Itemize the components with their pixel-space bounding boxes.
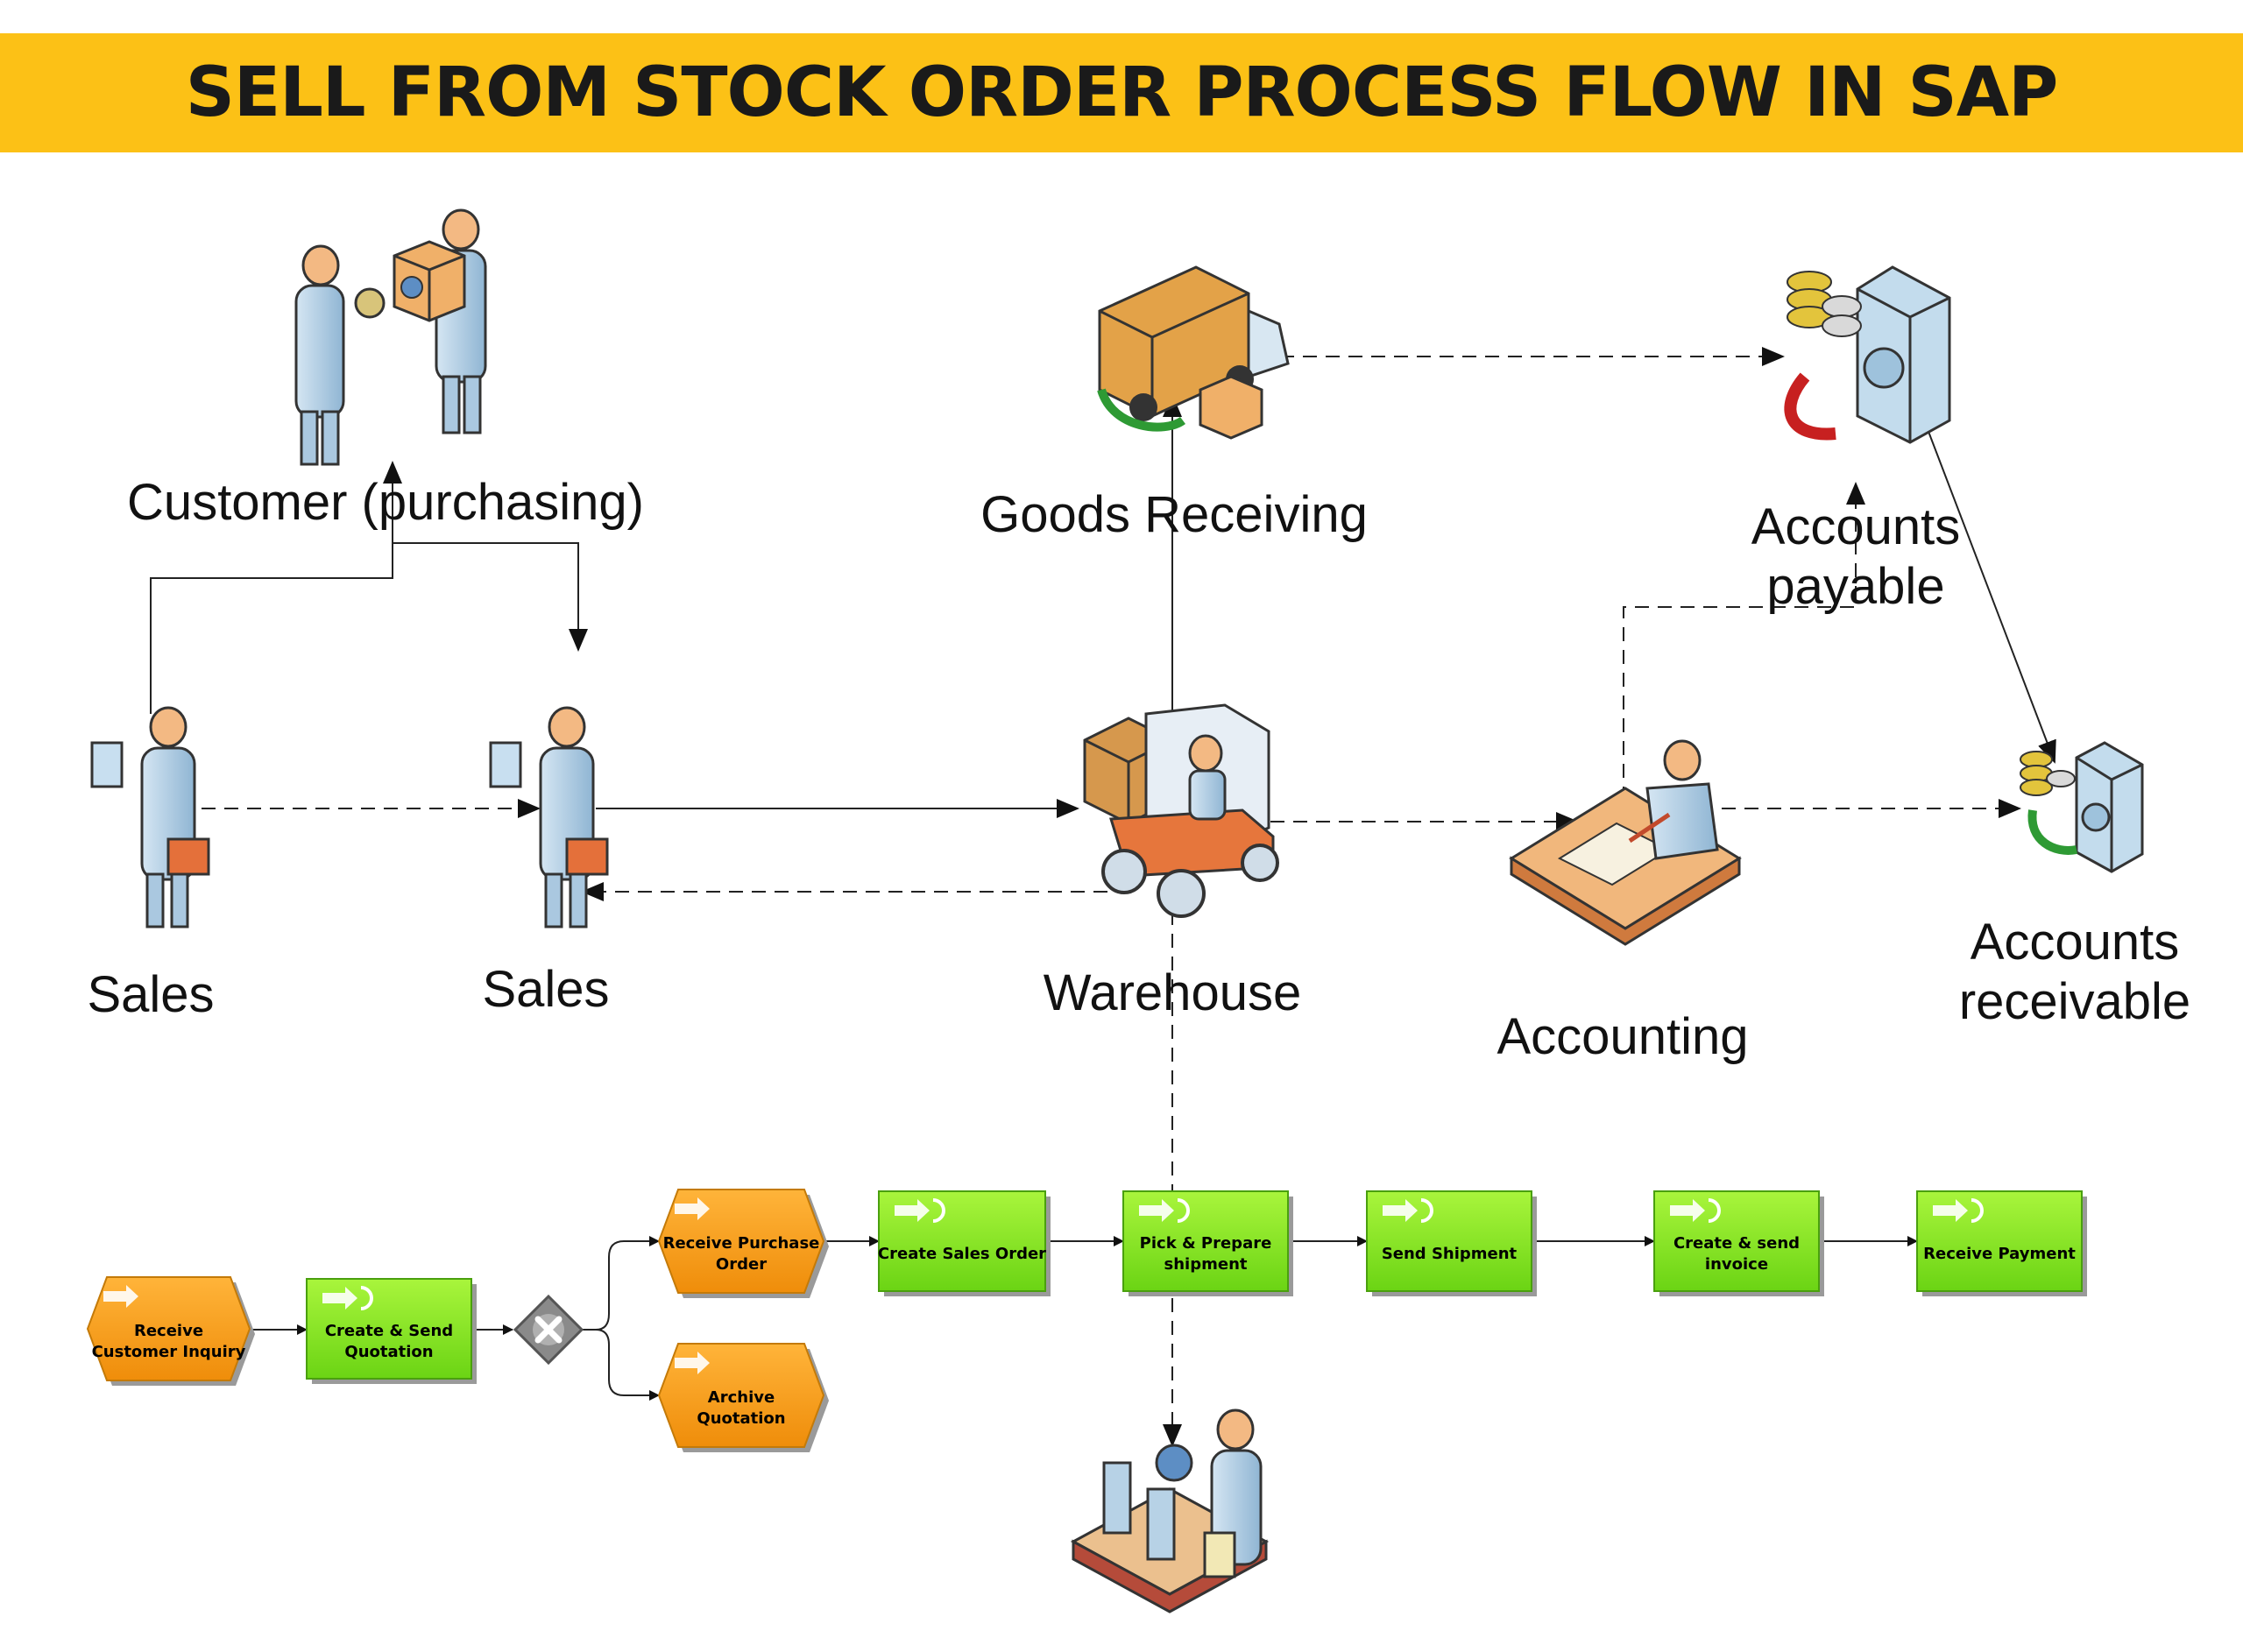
actor-connectors [150, 347, 2056, 1447]
process-node-label: Quotation [344, 1343, 433, 1361]
title-banner [0, 33, 2243, 152]
process-node-label: Receive Payment [1923, 1245, 2076, 1263]
process-node-receive-payment: Receive Payment [1916, 1190, 2087, 1296]
process-node-label: Receive [134, 1322, 203, 1340]
process-node-send-shipment: Send Shipment [1366, 1190, 1537, 1296]
flow-gateway-to-po [578, 1236, 660, 1331]
actor-label-goods-receiving: Goods Receiving [980, 486, 1368, 543]
truck-icon [1097, 265, 1290, 440]
actor-label-accounts-payable-line1: Accounts [1751, 498, 1961, 555]
actor-label-sales-1: Sales [87, 966, 215, 1023]
safe-icon [1784, 265, 1951, 444]
flow-gateway-to-archive [595, 1329, 660, 1401]
process-node-label: Customer Inquiry [92, 1343, 246, 1361]
forklift-icon [1083, 703, 1279, 918]
process-node-label: Archive [708, 1388, 775, 1407]
process-node-label: Quotation [697, 1409, 785, 1428]
connector-payable-to-receivable [1927, 428, 2056, 764]
process-node-label: Send Shipment [1382, 1245, 1518, 1263]
actor-label-accounts-payable-line2: payable [1766, 558, 1945, 615]
process-arrow-icon [1933, 1198, 1984, 1223]
process-node-label: Order [716, 1255, 767, 1274]
connector-sales-to-customer [150, 461, 402, 714]
process-node-label: Create Sales Order [878, 1245, 1046, 1263]
process-node-label: Create & send [1673, 1234, 1800, 1253]
process-flow-connectors [250, 1236, 1918, 1401]
process-node-label: shipment [1164, 1255, 1248, 1274]
process-arrow-icon [675, 1352, 710, 1374]
process-node-create-sales-order: Create Sales Order [878, 1190, 1051, 1296]
salesperson-icon [90, 706, 210, 928]
actor-label-accounts-receivable-line2: receivable [1958, 973, 2191, 1030]
connector-accounting-to-payable [1623, 482, 1865, 823]
assembly-line-icon [1070, 1408, 1270, 1613]
accountant-icon [1509, 739, 1742, 946]
actor-label-warehouse: Warehouse [1043, 964, 1302, 1021]
salesperson-icon [489, 706, 609, 928]
process-node-label: Receive Purchase [663, 1234, 820, 1253]
actor-label-customer: Customer (purchasing) [127, 474, 644, 531]
actor-label-accounts-receivable-line1: Accounts [1970, 914, 2180, 971]
process-arrow-icon [1139, 1198, 1190, 1223]
process-arrow-icon [103, 1285, 138, 1308]
process-node-label: Pick & Prepare [1140, 1234, 1272, 1253]
process-arrow-icon [675, 1197, 710, 1220]
process-node-label: Create & Send [325, 1322, 453, 1340]
process-arrow-icon [895, 1198, 945, 1223]
actor-label-accounting: Accounting [1497, 1008, 1749, 1065]
page-title: SELL FROM STOCK ORDER PROCESS FLOW IN SA… [185, 53, 2059, 132]
actor-label-sales-2: Sales [482, 961, 610, 1018]
customer-icon [294, 208, 487, 466]
process-arrow-icon [1383, 1198, 1433, 1223]
connector-customer-to-sales [393, 542, 588, 652]
process-node-create-invoice: Create & send invoice [1653, 1190, 1824, 1296]
process-node-label: invoice [1705, 1255, 1768, 1274]
safe-icon [2020, 741, 2144, 873]
process-arrow-icon [1670, 1198, 1721, 1223]
process-node-pick-prepare: Pick & Prepare shipment [1122, 1190, 1293, 1296]
process-arrow-icon [322, 1286, 373, 1310]
xor-gateway-icon [513, 1294, 584, 1366]
